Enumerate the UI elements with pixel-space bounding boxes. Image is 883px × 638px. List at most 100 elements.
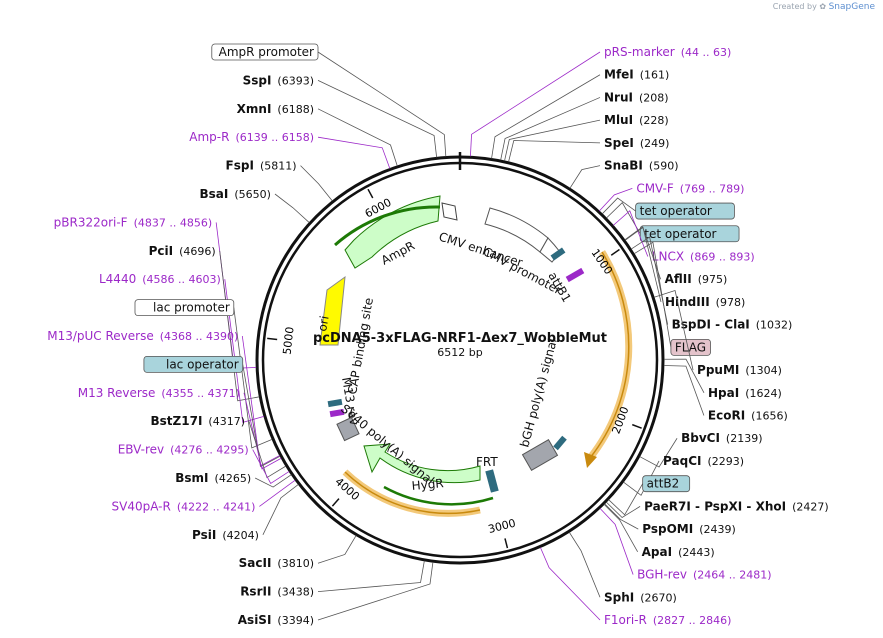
tick-1000 — [610, 248, 620, 256]
label-text: PpuMI(1304) — [697, 363, 782, 377]
brand-product: SnapGene — [828, 2, 875, 12]
cmv-enhancer-arrow — [484, 207, 549, 253]
cap-block — [327, 398, 343, 408]
primer-name: SV40pA-R — [112, 499, 171, 513]
primer-range: (4837 .. 4856) — [134, 216, 213, 229]
enzyme-name: PspOMI — [642, 522, 693, 536]
label-aflii: AflII(975) — [665, 272, 728, 286]
enzyme-position: (1656) — [751, 410, 788, 423]
enzyme-name: PpuMI — [697, 363, 739, 377]
tick-5000 — [267, 337, 278, 341]
enzyme-name: SpeI — [604, 136, 634, 150]
callout-line-lac-operator — [242, 364, 281, 468]
enzyme-position: (2439) — [699, 523, 736, 536]
callout-line-snabi — [569, 165, 601, 189]
callout-line-ebv-rev — [252, 449, 290, 485]
enzyme-name: ApaI — [642, 545, 672, 559]
enzyme-position: (4204) — [222, 529, 259, 542]
label-text: ApaI (2443) — [642, 545, 715, 559]
label-m13-reverse: M13 Reverse(4355 .. 4371) — [78, 386, 240, 400]
enzyme-position: (228) — [639, 114, 669, 127]
callout-line-spei — [508, 140, 601, 162]
backbone-outer — [255, 155, 665, 565]
label-sacii: SacII(3810) — [239, 556, 314, 570]
enzyme-position: (2670) — [640, 591, 677, 604]
label-spei: SpeI(249) — [604, 136, 669, 150]
label-text: FspI(5811) — [226, 159, 297, 173]
label-text: tet operator — [640, 204, 712, 218]
label-ecori: EcoRI (1656) — [708, 409, 788, 423]
callout-line-lncx — [613, 210, 649, 257]
callout-line-bstz17i — [248, 421, 286, 479]
callout-line-sv40pa-r — [259, 479, 296, 507]
label-box — [134, 299, 235, 317]
label-text: HpaI(1624) — [708, 386, 782, 400]
enzyme-position: (3394) — [277, 614, 314, 627]
label-text: PaeR7I - PspXI - XhoI(2427) — [644, 499, 829, 513]
label-text: AflII(975) — [665, 272, 728, 286]
enzyme-name: XmnI — [237, 102, 272, 116]
label-text: Amp-R(6139 .. 6158) — [189, 130, 314, 144]
primer-name: F1ori-R — [604, 613, 647, 627]
callout-line-mlui — [504, 119, 601, 162]
label-tet-operator: tet operator — [639, 225, 740, 243]
enzyme-name: EcoRI — [708, 409, 745, 423]
callout-line-l4440 — [224, 279, 265, 423]
callout-line-sacii — [317, 535, 357, 564]
ampr-arrow — [344, 195, 441, 269]
label-hpai: HpaI(1624) — [708, 386, 782, 400]
label-text: lac operator — [166, 357, 239, 371]
enzyme-position: (3810) — [277, 557, 314, 570]
callout-line-prs-marker — [470, 51, 601, 157]
callout-line-sspi — [317, 80, 438, 158]
label-cmv-f: CMV-F(769 .. 789) — [636, 181, 744, 195]
enzyme-position: (5650) — [234, 188, 271, 201]
label-bsmi: BsmI(4265) — [175, 471, 251, 485]
label-paer7i-pspxi-xhoi: PaeR7I - PspXI - XhoI(2427) — [644, 499, 829, 513]
callout-line-apai — [603, 504, 639, 553]
tick-2000 — [632, 423, 642, 429]
callout-line-hindiii — [624, 226, 662, 303]
callout-line-m13-reverse — [243, 392, 282, 470]
enzyme-name: BstZ17I — [151, 414, 203, 428]
label-nrui: NruI(208) — [604, 90, 669, 104]
enzyme-position: (3438) — [277, 586, 314, 599]
bgh-block — [521, 439, 559, 471]
label-text: L4440(4586 .. 4603) — [99, 272, 221, 286]
enzyme-name: MfeI — [604, 68, 634, 82]
callout-line-pbr322ori-f — [215, 222, 257, 369]
label-text: BGH-rev(2464 .. 2481) — [637, 568, 771, 582]
label-tet-operator: tet operator — [635, 202, 735, 220]
label-sspi: SspI(6393) — [243, 73, 314, 87]
enzyme-position: (2443) — [678, 546, 715, 559]
callout-line-psii — [262, 484, 299, 535]
label-text: PaqCI(2293) — [663, 454, 744, 468]
orf-arrowhead — [584, 452, 597, 468]
primer-name: EBV-rev — [118, 443, 164, 457]
enzyme-name: SspI — [243, 73, 272, 87]
label-text: FLAG — [675, 340, 706, 354]
label-text: M13 Reverse(4355 .. 4371) — [78, 386, 240, 400]
primer-name: M13 Reverse — [78, 386, 156, 400]
enzyme-name: BbvCI — [681, 431, 720, 445]
label-pspomi: PspOMI (2439) — [642, 522, 736, 536]
callout-line-fspi — [300, 165, 333, 202]
primer-range: (4368 .. 4390) — [160, 330, 239, 343]
brand-created-by: Created by — [772, 2, 817, 11]
primer-name: LNCX — [652, 249, 684, 263]
callout-line-mfei — [491, 74, 601, 159]
enzyme-name: PsiI — [192, 528, 216, 542]
callout-line-ampr-promoter — [317, 51, 447, 157]
enzyme-position: (4317) — [208, 415, 245, 428]
enzyme-name: BspDI - ClaI — [672, 318, 750, 332]
label-xmni: XmnI(6188) — [237, 102, 314, 116]
feature-hygr: HygR — [411, 476, 444, 493]
label-lac-operator: lac operator — [143, 355, 244, 373]
label-box — [211, 43, 319, 61]
label-bspdi-clai: BspDI - ClaI(1032) — [672, 318, 793, 332]
enzyme-position: (4265) — [215, 472, 252, 485]
label-text: pBR322ori-F(4837 .. 4856) — [54, 215, 213, 229]
label-m13-puc-reverse: M13/pUC Reverse(4368 .. 4390) — [47, 329, 238, 343]
callout-line-bgh-rev — [599, 508, 634, 575]
label-bsai: BsaI(5650) — [200, 187, 271, 201]
